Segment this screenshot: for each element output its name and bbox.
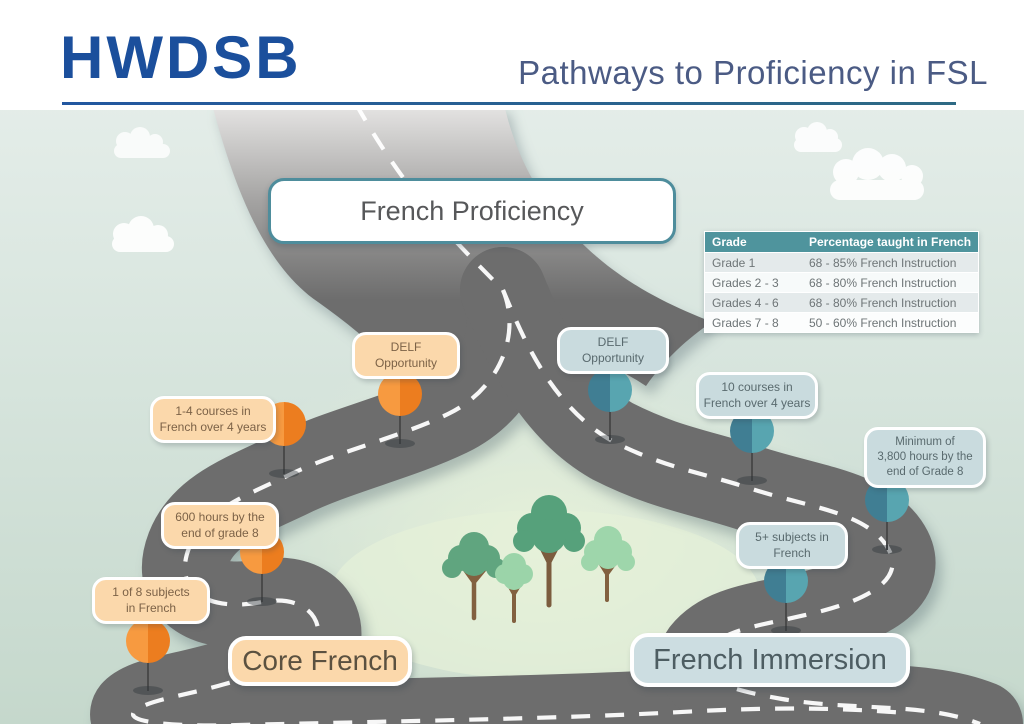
cell-grade: Grades 7 - 8 <box>712 315 779 330</box>
marker-shadow <box>133 686 163 695</box>
marker-shadow <box>872 545 902 554</box>
milestone-dot-teal <box>588 368 632 412</box>
col-percentage: Percentage taught in French <box>809 235 972 249</box>
cell-grade: Grades 4 - 6 <box>712 295 779 310</box>
tree-dark-medium <box>442 532 506 621</box>
cell-percentage: 68 - 85% French Instruction <box>809 255 957 270</box>
marker-shadow <box>385 439 415 448</box>
table-row: Grades 4 - 6 68 - 80% French Instruction <box>705 292 978 312</box>
cloud-left <box>112 216 174 252</box>
tag-immersion-subjects: 5+ subjects in French <box>736 522 848 570</box>
cloud-right-large <box>830 148 924 200</box>
tree-grove <box>442 495 635 623</box>
cloud-upper-left <box>114 127 170 158</box>
tree-light-small <box>495 553 533 623</box>
cell-grade: Grade 1 <box>712 255 756 270</box>
tag-core-hours: 600 hours by the end of grade 8 <box>161 502 279 550</box>
grade-percentage-table: Grade Percentage taught in French Grade … <box>704 231 979 333</box>
marker-shadow <box>269 469 299 478</box>
hwdsb-logo: HWDSB <box>60 24 302 91</box>
french-proficiency-box: French Proficiency <box>268 178 676 244</box>
tag-core-delf: DELF Opportunity <box>352 332 460 380</box>
table-row: Grade 1 68 - 85% French Instruction <box>705 252 978 272</box>
core-french-title: Core French <box>228 636 412 686</box>
marker-stick <box>751 431 753 481</box>
marker-shadow <box>737 476 767 485</box>
cloud-right-small <box>794 122 842 152</box>
marker-shadow <box>247 597 277 606</box>
tag-immersion-delf: DELF Opportunity <box>557 327 669 375</box>
tag-core-subjects: 1 of 8 subjects in French <box>92 577 210 625</box>
cell-percentage: 50 - 60% French Instruction <box>809 315 957 330</box>
marker-stick <box>283 424 285 474</box>
page-header: HWDSB Pathways to Proficiency in FSL <box>0 0 1024 110</box>
milestone-dot-orange <box>126 619 170 663</box>
table-row: Grades 2 - 3 68 - 80% French Instruction <box>705 272 978 292</box>
french-immersion-title: French Immersion <box>630 633 910 687</box>
col-grade: Grade <box>712 235 747 249</box>
header-rule <box>62 102 956 105</box>
cell-percentage: 68 - 80% French Instruction <box>809 275 957 290</box>
marker-stick <box>261 552 263 602</box>
marker-stick <box>147 641 149 691</box>
tag-immersion-minimum: Minimum of 3,800 hours by the end of Gra… <box>864 427 986 488</box>
page-title: Pathways to Proficiency in FSL <box>518 54 988 91</box>
table-header-row: Grade Percentage taught in French <box>705 232 978 252</box>
marker-stick <box>785 581 787 631</box>
marker-stick <box>886 500 888 550</box>
marker-shadow <box>595 435 625 444</box>
tree-light-medium <box>581 526 635 602</box>
cell-percentage: 68 - 80% French Instruction <box>809 295 957 310</box>
marker-shadow <box>771 626 801 635</box>
marker-stick <box>399 394 401 444</box>
cell-grade: Grades 2 - 3 <box>712 275 779 290</box>
tree-dark-large <box>513 495 585 608</box>
table-row: Grades 7 - 8 50 - 60% French Instruction <box>705 312 978 332</box>
tag-core-courses: 1-4 courses in French over 4 years <box>150 396 276 444</box>
milestone-dot-orange <box>378 372 422 416</box>
marker-stick <box>609 390 611 440</box>
tag-immersion-courses: 10 courses in French over 4 years <box>696 372 818 420</box>
